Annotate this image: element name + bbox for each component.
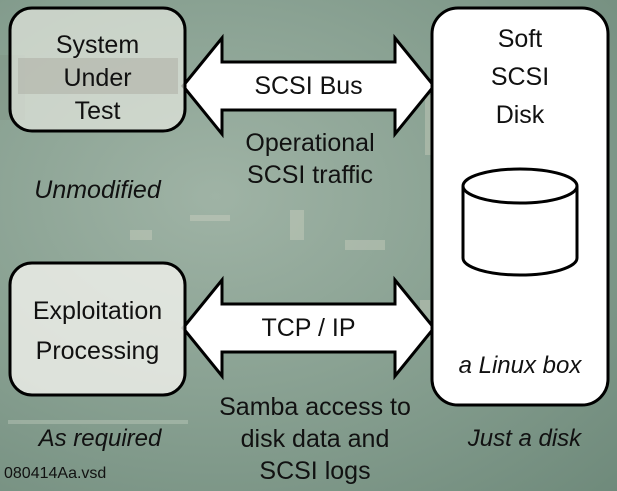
scsi-bus-desc-line1: Operational [245, 129, 375, 157]
file-name-label: 080414Aa.vsd [4, 465, 107, 482]
disk-label-line1: Soft [497, 25, 543, 53]
disk-label-line2: SCSI [490, 63, 550, 91]
disk-cylinder-icon [461, 167, 579, 277]
exploitation-processing-box [8, 261, 187, 397]
disk-label-line3: Disk [495, 101, 545, 129]
disk-caption: Just a disk [467, 425, 582, 452]
exploit-caption: As required [38, 425, 162, 452]
scsi-bus-desc-line2: SCSI traffic [247, 161, 373, 189]
chip-texture [18, 58, 178, 94]
tcp-ip-label: TCP / IP [261, 314, 356, 342]
tcp-ip-desc-line2: disk data and [240, 425, 390, 453]
tcp-ip-desc-line3: SCSI logs [259, 457, 371, 485]
exploit-label-line2: Processing [35, 337, 160, 365]
scsi-bus-label: SCSI Bus [254, 72, 363, 100]
sut-label-line2: Under [63, 64, 132, 92]
sut-label-line3: Test [74, 97, 121, 125]
tcp-ip-desc-line1: Samba access to [219, 393, 411, 421]
exploit-label-line1: Exploitation [32, 297, 163, 325]
sut-caption: Unmodified [34, 176, 161, 204]
disk-host-label: a Linux box [458, 352, 582, 379]
sut-label-line1: System [55, 31, 140, 59]
